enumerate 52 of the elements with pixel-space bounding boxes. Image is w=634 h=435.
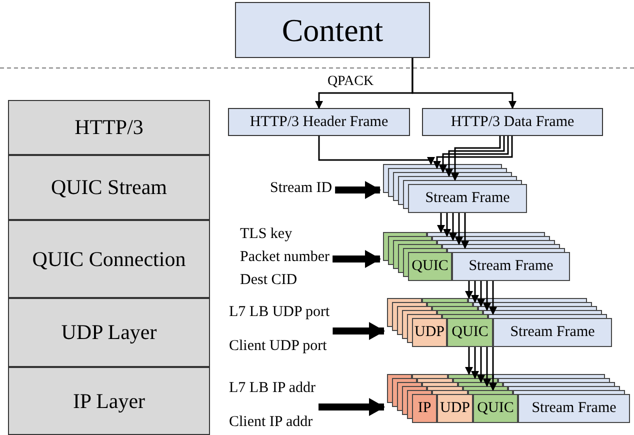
arrow	[461, 213, 469, 249]
arrow	[483, 281, 491, 311]
layer-band: UDP Layer	[8, 298, 210, 367]
stream-frame-segment: Stream Frame	[518, 394, 630, 423]
arrow	[465, 281, 473, 299]
udp-header-segment: UDP	[437, 394, 473, 423]
arrow	[433, 136, 513, 169]
parameter-label: Packet number	[240, 249, 330, 266]
arrow	[439, 136, 509, 173]
frame-box: HTTP/3 Header Frame	[228, 108, 410, 136]
quic-header-segment: QUIC	[473, 394, 518, 423]
block-arrow	[332, 322, 385, 340]
arrow	[412, 58, 516, 109]
block-arrow	[332, 250, 381, 268]
quic-header-segment: QUIC	[447, 318, 493, 347]
arrow	[477, 281, 485, 307]
arrow	[445, 136, 505, 177]
arrow	[455, 213, 463, 245]
frame-box: HTTP/3 Data Frame	[422, 108, 603, 136]
parameter-label: TLS key	[240, 226, 292, 243]
stream-frame-segment: Stream Frame	[408, 184, 527, 213]
block-arrow	[318, 398, 385, 416]
arrow	[465, 347, 473, 375]
arrow	[318, 136, 435, 165]
quic-header-segment: QUIC	[408, 252, 452, 281]
arrow	[483, 347, 491, 387]
parameter-label: Client IP addr	[229, 414, 313, 431]
parameter-label: L7 LB UDP port	[229, 304, 330, 321]
parameter-label: Client UDP port	[229, 338, 327, 355]
parameter-label: Dest CID	[240, 272, 298, 289]
stream-frame-segment: Stream Frame	[452, 252, 570, 281]
block-arrow	[335, 181, 381, 199]
edge-label: QPACK	[327, 74, 374, 90]
udp-header-segment: UDP	[412, 318, 447, 347]
content-box: Content	[235, 2, 430, 58]
arrow	[451, 136, 501, 181]
arrow	[437, 213, 445, 233]
arrow	[489, 347, 497, 391]
layer-band: QUIC Stream	[8, 155, 210, 220]
layer-band: QUIC Connection	[8, 220, 210, 298]
parameter-label: Stream ID	[270, 180, 332, 197]
arrow	[489, 281, 497, 315]
ip-header-segment: IP	[412, 394, 437, 423]
arrow	[471, 281, 479, 303]
layer-band: HTTP/3	[8, 100, 210, 155]
stream-frame-segment: Stream Frame	[493, 318, 612, 347]
arrow	[477, 347, 485, 383]
arrow	[449, 213, 457, 241]
arrow	[471, 347, 479, 379]
arrow	[443, 213, 451, 237]
layer-band: IP Layer	[8, 367, 210, 435]
parameter-label: L7 LB IP addr	[229, 380, 316, 397]
